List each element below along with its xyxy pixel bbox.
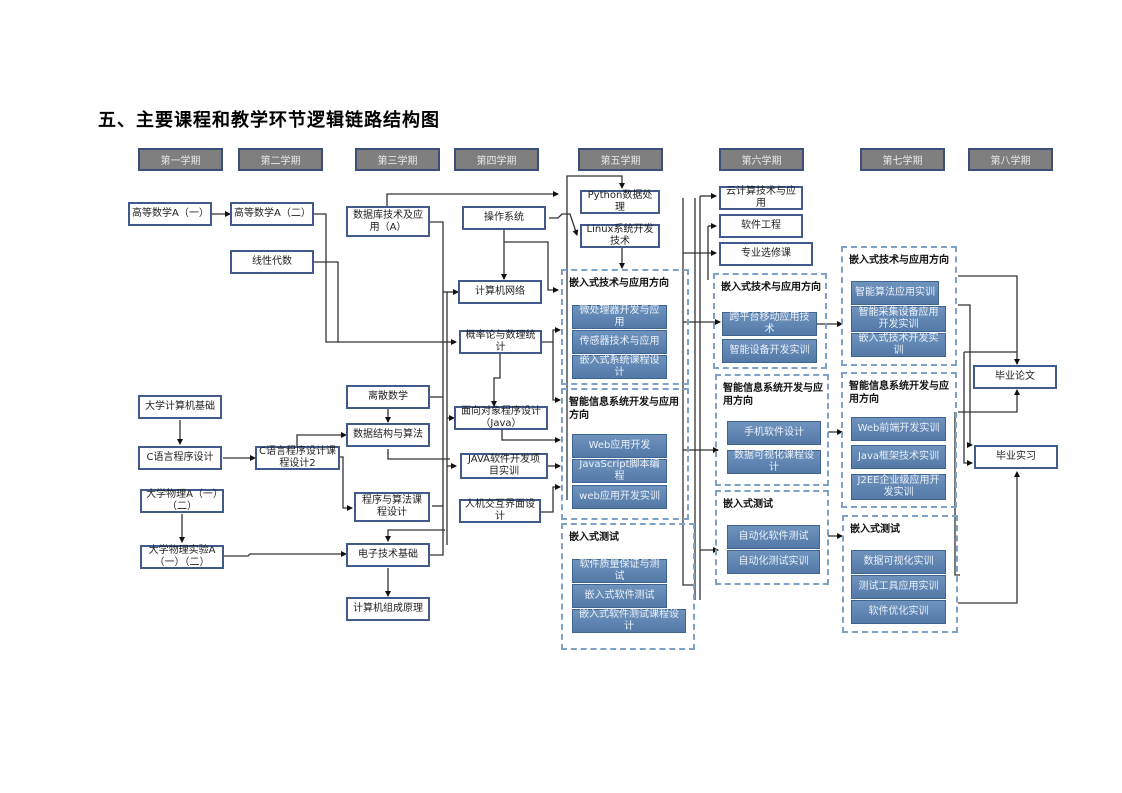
course-physics-lab: 大学物理实验A（一）（二） xyxy=(140,545,224,569)
course-cross-platform: 跨平台移动应用技术 xyxy=(722,312,817,336)
course-data-structures: 数据结构与算法 xyxy=(346,423,430,447)
course-web-dev: Web应用开发 xyxy=(572,434,667,458)
course-linear-algebra: 线性代数 xyxy=(230,250,314,274)
course-discrete-math: 离散数学 xyxy=(346,385,430,409)
group-title: 智能信息系统开发与应用方向 xyxy=(569,397,679,421)
group-title: 智能信息系统开发与应用方向 xyxy=(723,383,823,407)
arrow-cdesign-to-ds xyxy=(296,432,347,446)
course-hci: 人机交互界面设计 xyxy=(459,499,541,523)
course-smart-acquisition: 智能采集设备应用开发实训 xyxy=(851,306,946,332)
group-title: 嵌入式技术与应用方向 xyxy=(849,255,949,266)
semester-5-header: 第五学期 xyxy=(578,148,663,171)
group-title: 嵌入式技术与应用方向 xyxy=(721,282,821,293)
group-s6-test: 嵌入式测试 xyxy=(715,490,829,585)
course-auto-testing-practice: 自动化测试实训 xyxy=(727,550,820,574)
course-network: 计算机网络 xyxy=(458,280,542,304)
course-embedded-design: 嵌入式系统课程设计 xyxy=(572,355,667,379)
arrow-to-thesis xyxy=(958,275,1020,365)
page-title: 五、主要课程和教学环节逻辑链路结构图 xyxy=(98,110,440,131)
course-java-framework: Java框架技术实训 xyxy=(851,445,946,469)
course-algorithm-design: 程序与算法课程设计 xyxy=(354,492,430,522)
course-embedded-testing-design: 嵌入式软件测试课程设计 xyxy=(572,609,686,633)
course-linux: Linux系统开发技术 xyxy=(580,224,660,248)
course-j2ee: J2EE企业级应用开发实训 xyxy=(851,474,946,500)
course-electronics: 电子技术基础 xyxy=(346,543,430,567)
semester-8-header: 第八学期 xyxy=(968,148,1053,171)
course-probability: 概率论与数理统计 xyxy=(459,330,542,354)
course-auto-testing: 自动化软件测试 xyxy=(727,525,820,549)
course-embedded-tech-practice: 嵌入式技术开发实训 xyxy=(851,333,946,357)
course-database: 数据库技术及应用（A） xyxy=(346,206,430,237)
group-s7-info: 智能信息系统开发与应用方向 xyxy=(841,372,957,508)
course-software-engineering: 软件工程 xyxy=(719,214,803,238)
course-web-practice: web应用开发实训 xyxy=(572,485,667,509)
line-db-bus xyxy=(430,221,444,556)
course-electives: 专业选修课 xyxy=(719,242,813,266)
course-java-project: JAVA软件开发项目实训 xyxy=(460,453,548,479)
semester-2-header: 第二学期 xyxy=(238,148,323,171)
course-computer-basics: 大学计算机基础 xyxy=(138,395,222,419)
course-python: Python数据处理 xyxy=(580,190,660,214)
group-s5-info: 智能信息系统开发与应用方向 xyxy=(561,388,689,520)
course-microprocessor: 微处理器开发与应用 xyxy=(572,305,667,329)
arrow-prob-to-oop xyxy=(491,353,501,407)
course-data-vis-practice: 数据可视化实训 xyxy=(851,550,946,574)
course-web-frontend: Web前端开发实训 xyxy=(851,417,946,441)
group-title: 智能信息系统开发与应用方向 xyxy=(849,381,949,405)
line-linear-bus xyxy=(314,261,339,342)
group-s5-embedded: 嵌入式技术与应用方向 xyxy=(561,269,689,385)
group-s6-info: 智能信息系统开发与应用方向 xyxy=(715,374,829,486)
group-title: 嵌入式测试 xyxy=(723,499,773,510)
semester-6-header: 第六学期 xyxy=(719,148,804,171)
group-s6-embedded: 嵌入式技术与应用方向 xyxy=(713,273,827,369)
course-sensor: 传感器技术与应用 xyxy=(572,330,667,354)
course-smart-algorithm: 智能算法应用实训 xyxy=(851,281,939,305)
semester-3-header: 第三学期 xyxy=(355,148,440,171)
semester-4-header: 第四学期 xyxy=(454,148,539,171)
course-javascript: JavaScript脚本编程 xyxy=(572,459,667,483)
course-thesis: 毕业论文 xyxy=(973,365,1057,389)
course-cloud: 云计算技术与应用 xyxy=(719,186,803,210)
arrow-to-internship xyxy=(958,471,1020,604)
semester-1-header: 第一学期 xyxy=(138,148,223,171)
course-embedded-testing: 嵌入式软件测试 xyxy=(572,584,667,608)
course-software-optimization: 软件优化实训 xyxy=(851,600,946,624)
course-operating-system: 操作系统 xyxy=(462,206,546,230)
course-mobile-software: 手机软件设计 xyxy=(727,421,821,445)
arrow-lab-to-electronics xyxy=(222,551,347,557)
course-c-programming: C语言程序设计 xyxy=(138,446,222,470)
group-title: 嵌入式测试 xyxy=(850,524,900,535)
group-s7-embedded: 嵌入式技术与应用方向 xyxy=(841,246,957,366)
course-test-tools: 测试工具应用实训 xyxy=(851,575,946,599)
arrow-bus-to-electronics xyxy=(385,529,445,542)
group-title: 嵌入式测试 xyxy=(569,532,619,543)
course-c-design: C语言程序设计课程设计2 xyxy=(255,446,340,470)
group-s5-test: 嵌入式测试 xyxy=(561,523,695,650)
group-s7-test: 嵌入式测试 xyxy=(842,515,958,633)
course-data-vis-design: 数据可视化课程设计 xyxy=(727,450,821,474)
course-advanced-math-2: 高等数学A（二） xyxy=(230,202,314,226)
course-smart-device: 智能设备开发实训 xyxy=(722,339,817,363)
course-oop-java: 面向对象程序设计（Java） xyxy=(454,406,548,430)
course-computer-organization: 计算机组成原理 xyxy=(346,597,430,621)
course-internship: 毕业实习 xyxy=(974,445,1058,469)
course-sqa: 软件质量保证与测试 xyxy=(572,559,667,583)
arrow-os-to-linux xyxy=(549,213,579,236)
semester-7-header: 第七学期 xyxy=(860,148,945,171)
arrow-s7-to-thesis-bottom xyxy=(958,389,1020,413)
course-physics: 大学物理A（一）（二） xyxy=(140,489,224,513)
arrow-cdesign-to-algo xyxy=(339,456,353,511)
group-title: 嵌入式技术与应用方向 xyxy=(569,278,669,289)
course-advanced-math-1: 高等数学A（一） xyxy=(128,202,212,226)
